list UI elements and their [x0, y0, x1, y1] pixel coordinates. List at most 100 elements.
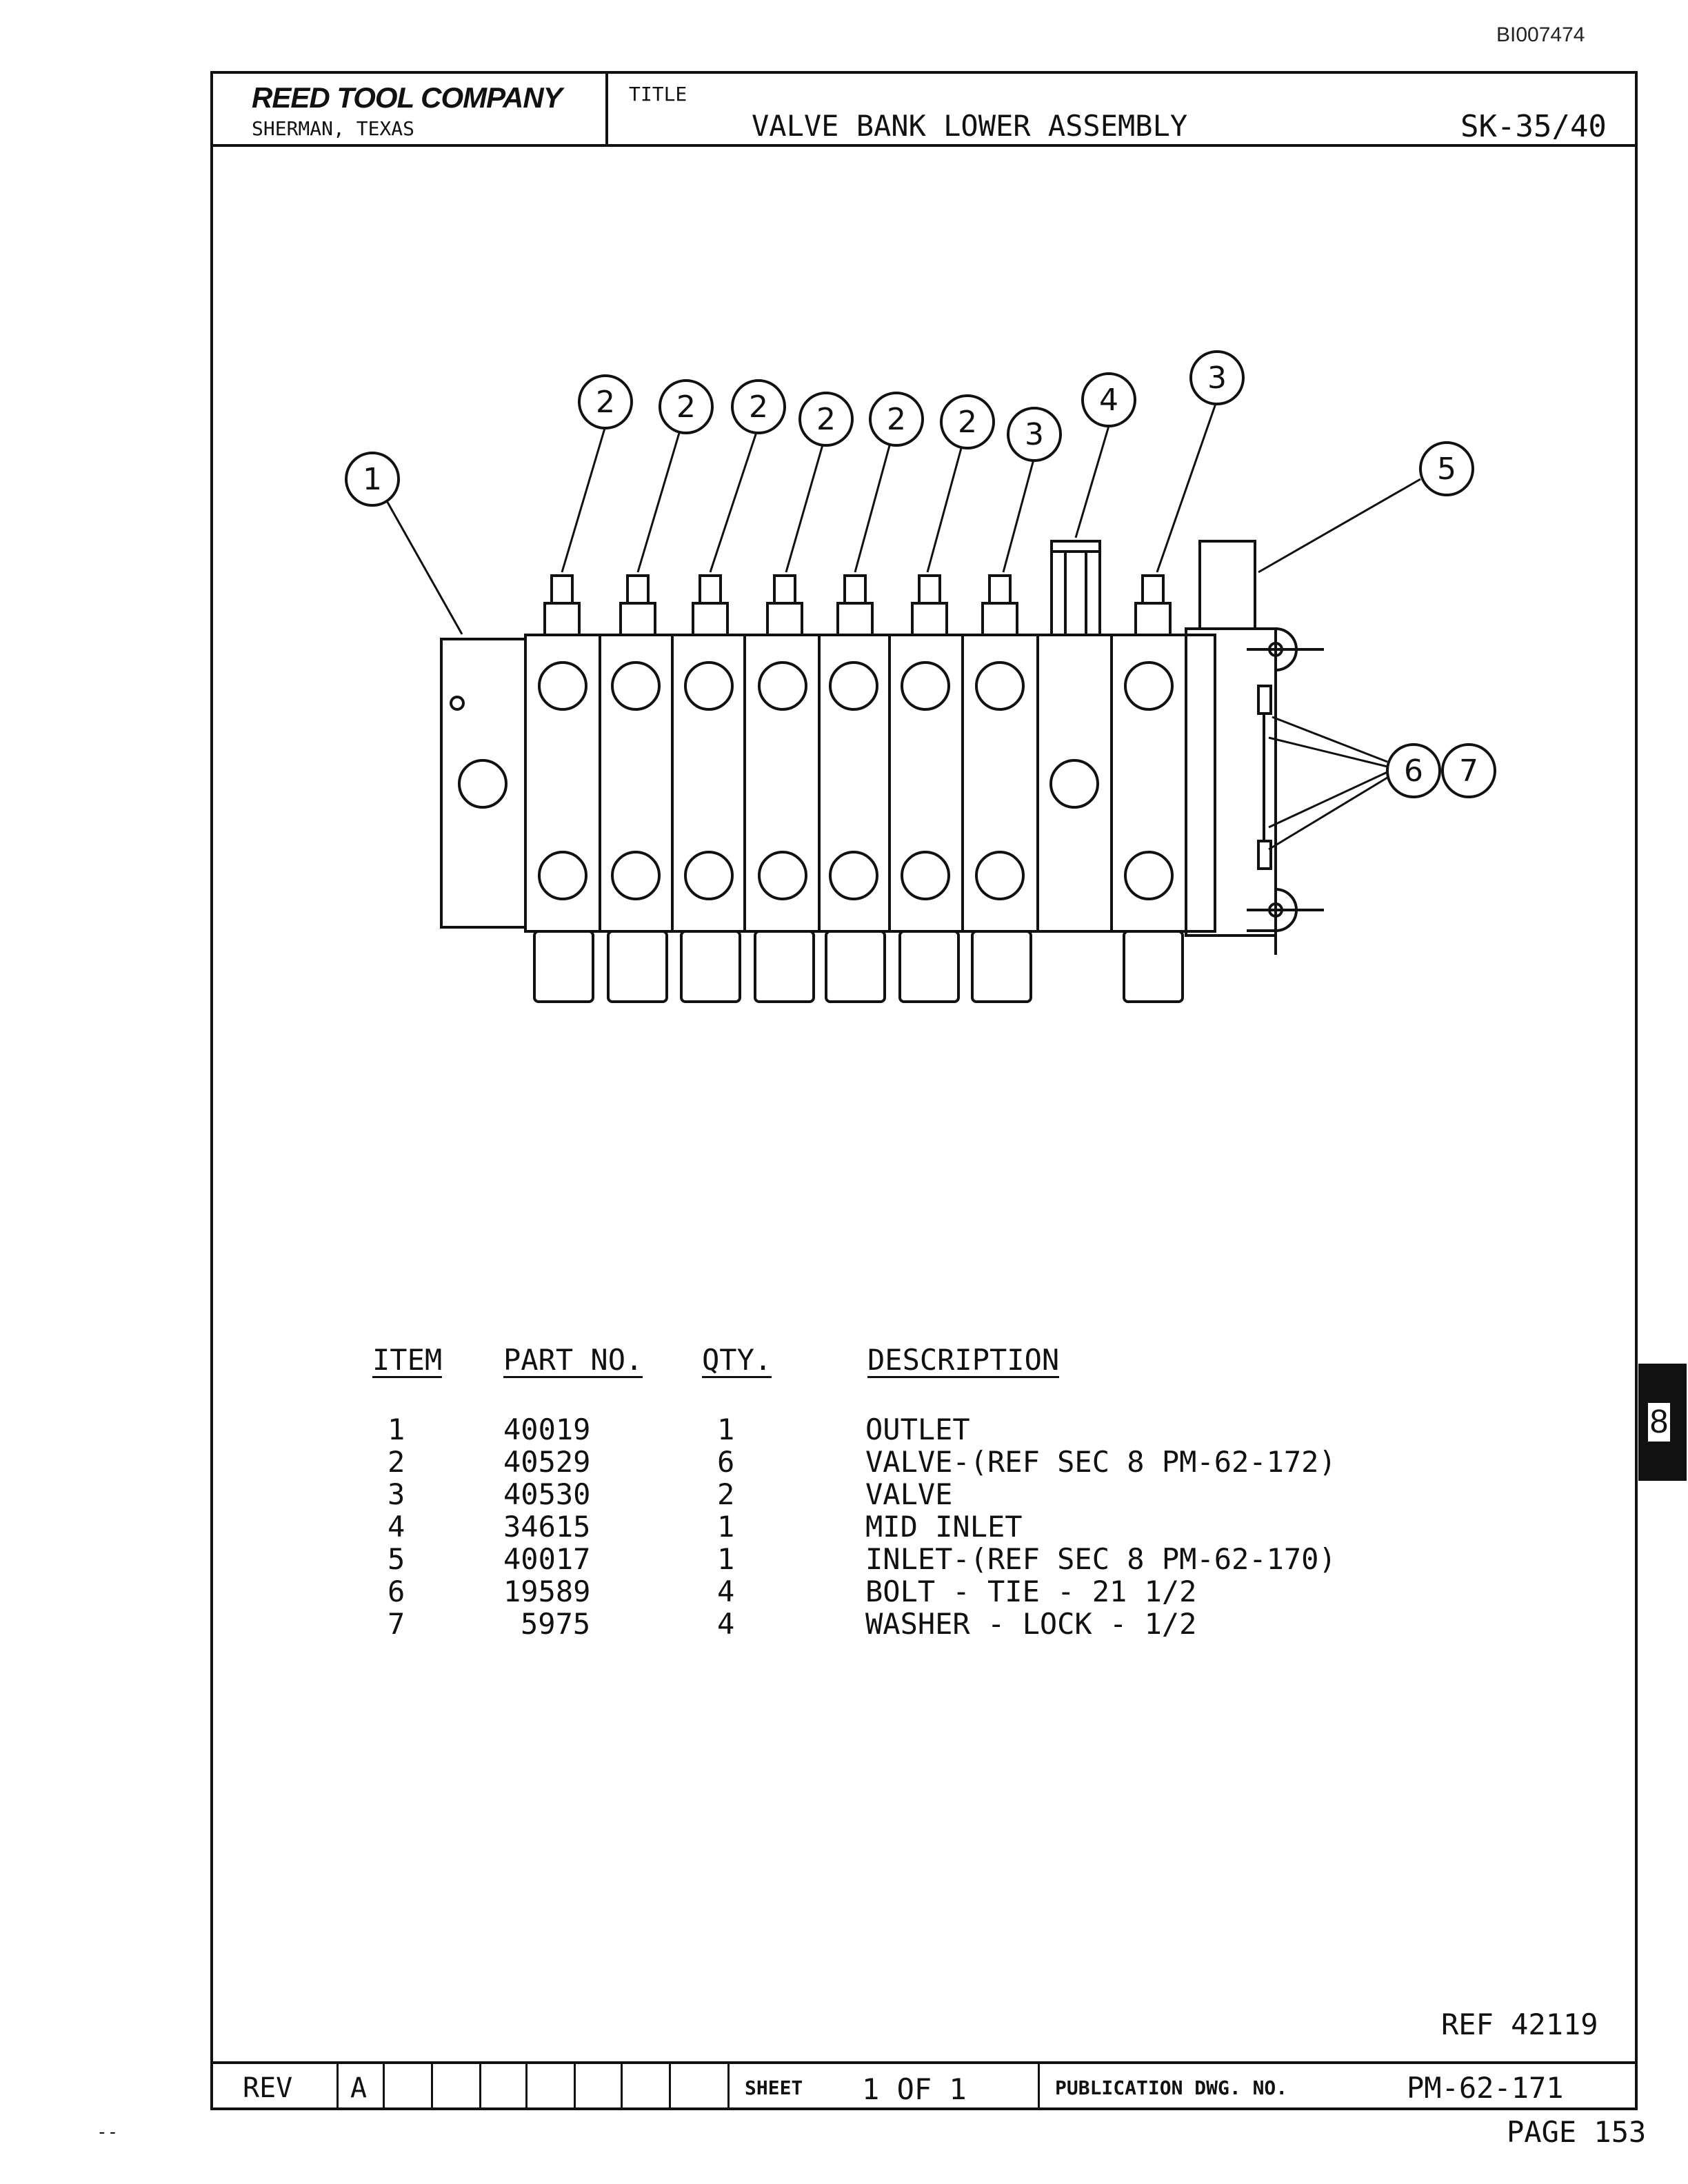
callout-4-label: 4	[1099, 383, 1118, 418]
cell-item: 6	[388, 1575, 405, 1608]
inlet-block	[1185, 627, 1277, 937]
leader-lines	[385, 399, 1421, 851]
inlet-port	[1198, 540, 1256, 630]
callout-2a-label: 2	[596, 385, 615, 420]
callout-3b	[1189, 350, 1245, 405]
reference-number: REF 42119	[1441, 2008, 1598, 2041]
callout-circles	[345, 350, 1496, 798]
cell-item: 2	[388, 1445, 405, 1479]
callout-3a-label: 3	[1025, 417, 1044, 452]
sheet-label: SHEET	[745, 2076, 803, 2099]
callout-2f	[940, 394, 995, 449]
sheet-code: SK-35/40	[1460, 109, 1607, 144]
rev-label: REV	[243, 2072, 293, 2104]
callout-2b	[659, 379, 714, 434]
footer-divider	[621, 2061, 623, 2110]
cell-description: VALVE	[865, 1477, 953, 1511]
spool-tops	[543, 540, 1256, 636]
cell-part-no: 40529	[503, 1445, 591, 1479]
cell-description: INLET-(REF SEC 8 PM-62-170)	[865, 1542, 1336, 1576]
footer-divider	[479, 2061, 481, 2110]
cell-part-no: 40530	[503, 1477, 591, 1511]
section-tab-number: 8	[1648, 1403, 1670, 1442]
company-location: SHERMAN, TEXAS	[252, 117, 415, 140]
spool-bottoms	[533, 930, 1184, 1003]
sheet-value: 1 OF 1	[862, 2072, 967, 2106]
footer-divider	[727, 2061, 730, 2110]
callout-numbers: 1 2 2 2 2 2 2 3 4 3 5 6 7	[363, 361, 1478, 789]
cell-qty: 1	[717, 1510, 735, 1544]
cell-qty: 2	[717, 1477, 735, 1511]
callout-1-label: 1	[363, 462, 382, 497]
callout-3a	[1007, 407, 1062, 462]
callout-5-label: 5	[1437, 452, 1456, 487]
callout-2c	[731, 379, 786, 434]
cell-qty: 6	[717, 1445, 735, 1479]
title-label: TITLE	[629, 83, 687, 105]
callout-2e-label: 2	[887, 402, 906, 437]
drawing-frame	[210, 71, 1638, 2110]
cell-description: VALVE-(REF SEC 8 PM-62-172)	[865, 1445, 1336, 1479]
callout-2e	[869, 392, 924, 447]
cell-item: 7	[388, 1607, 405, 1641]
publication-number: PM-62-171	[1407, 2071, 1564, 2105]
cell-item: 3	[388, 1477, 405, 1511]
cell-qty: 1	[717, 1413, 735, 1446]
cell-description: OUTLET	[865, 1413, 970, 1446]
cell-part-no: 40019	[503, 1413, 591, 1446]
cell-description: BOLT - TIE - 21 1/2	[865, 1575, 1197, 1608]
callout-2c-label: 2	[749, 390, 768, 425]
cell-qty: 4	[717, 1575, 735, 1608]
callout-1	[345, 452, 400, 507]
valve-bank-body	[440, 540, 1324, 1003]
title-block-divider	[605, 71, 608, 147]
cell-item: 1	[388, 1413, 405, 1446]
title-block	[210, 71, 1638, 147]
cell-part-no: 40017	[503, 1542, 591, 1576]
callout-6	[1386, 743, 1441, 798]
outlet-block	[440, 638, 527, 929]
company-name: REED TOOL COMPANY	[252, 81, 563, 114]
callout-7-label: 7	[1459, 754, 1478, 789]
cell-part-no: 19589	[503, 1575, 591, 1608]
cell-item: 5	[388, 1542, 405, 1576]
cell-qty: 4	[717, 1607, 735, 1641]
drawing-title: VALVE BANK LOWER ASSEMBLY	[752, 109, 1188, 143]
callout-3b-label: 3	[1207, 361, 1227, 396]
valve-bank-diagram: 1 2 2 2 2 2 2 3 4 3 5 6 7	[345, 350, 1496, 1003]
callout-4	[1081, 372, 1136, 427]
callout-2b-label: 2	[676, 390, 696, 425]
cell-qty: 1	[717, 1542, 735, 1576]
callout-2d-label: 2	[816, 402, 836, 437]
mid-inlet-port	[1050, 540, 1101, 636]
callout-6-label: 6	[1404, 754, 1423, 789]
callout-5	[1419, 441, 1474, 496]
header-item: ITEM	[372, 1343, 443, 1378]
footer-divider	[431, 2061, 433, 2110]
footer-divider	[383, 2061, 385, 2110]
callout-2a	[578, 374, 633, 429]
page-number: PAGE 153	[1507, 2115, 1647, 2149]
callout-2d	[798, 392, 854, 447]
cell-part-no: 5975	[521, 1607, 591, 1641]
footer-divider	[1038, 2061, 1040, 2110]
outlet-port	[458, 759, 508, 809]
outlet-port-small	[450, 696, 465, 711]
tie-bolt-ends	[1247, 627, 1324, 955]
cell-part-no: 34615	[503, 1510, 591, 1544]
footer-divider	[669, 2061, 671, 2110]
document-id: BI007474	[1496, 23, 1585, 46]
cell-item: 4	[388, 1510, 405, 1544]
rev-value: A	[350, 2072, 368, 2104]
callout-2f-label: 2	[958, 405, 977, 440]
cell-description: WASHER - LOCK - 1/2	[865, 1607, 1197, 1641]
cell-description: MID INLET	[865, 1510, 1023, 1544]
header-part-no: PART NO.	[503, 1343, 643, 1378]
header-description: DESCRIPTION	[867, 1343, 1060, 1378]
footer-block	[210, 2061, 1638, 2110]
footer-divider	[574, 2061, 576, 2110]
valve-ports	[538, 661, 1174, 900]
publication-label: PUBLICATION DWG. NO.	[1055, 2076, 1288, 2099]
footer-divider	[336, 2061, 339, 2110]
footer-divider	[525, 2061, 528, 2110]
